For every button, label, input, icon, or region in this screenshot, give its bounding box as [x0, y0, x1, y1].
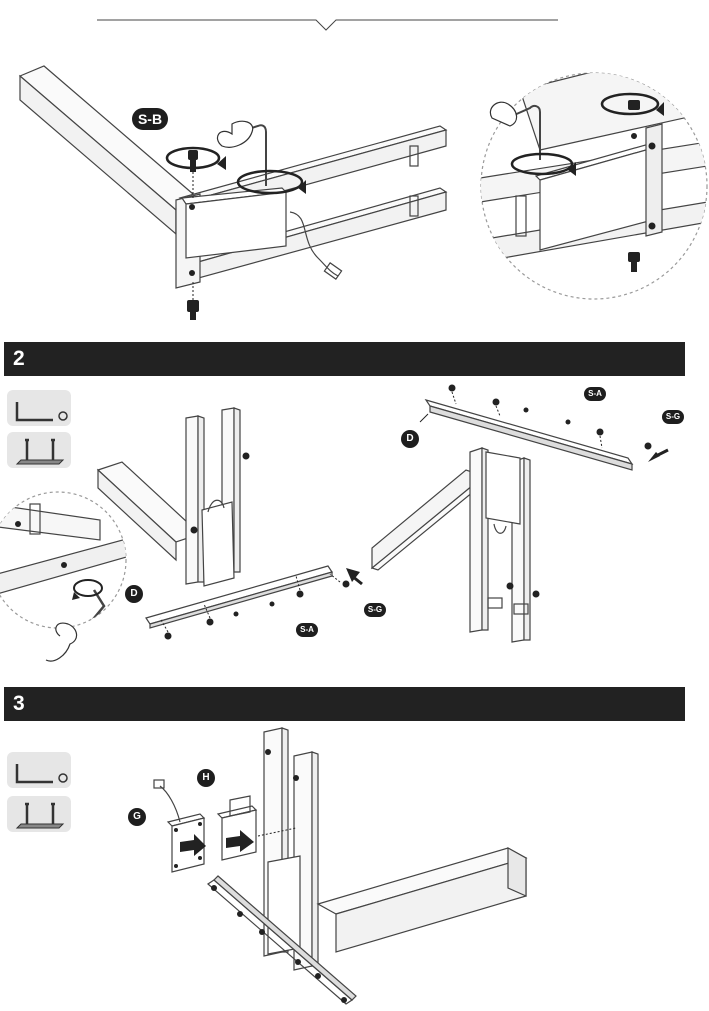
frame-corner-illustration: [18, 65, 448, 320]
tool-frame-box: [7, 432, 71, 468]
step-banner: 3: [4, 687, 685, 721]
desk-frame-icon: [15, 802, 65, 829]
screw-sg-label: S-G: [364, 603, 386, 617]
allen-key-icon: [15, 402, 68, 422]
tool-allen-key-box: [7, 752, 71, 788]
tool-allen-key-box: [7, 390, 71, 426]
step-banner: 2: [4, 342, 685, 376]
part-h-label: H: [197, 769, 215, 787]
screw-sb-label: S-B: [132, 108, 168, 130]
screw-sg-label: S-G: [662, 410, 684, 424]
detail-magnifier-circle: [480, 72, 708, 300]
screw-sa-label: S-A: [584, 387, 606, 401]
tool-frame-box: [7, 796, 71, 832]
desk-frame-icon: [15, 438, 65, 465]
part-d-label: D: [401, 430, 419, 448]
step-number: 2: [13, 347, 25, 370]
step-number: 3: [13, 692, 25, 715]
top-header-rule: [97, 19, 558, 31]
part-g-label: G: [128, 808, 146, 826]
screw-sa-label: S-A: [296, 623, 318, 637]
allen-key-icon: [15, 764, 68, 784]
part-d-label: D: [125, 585, 143, 603]
